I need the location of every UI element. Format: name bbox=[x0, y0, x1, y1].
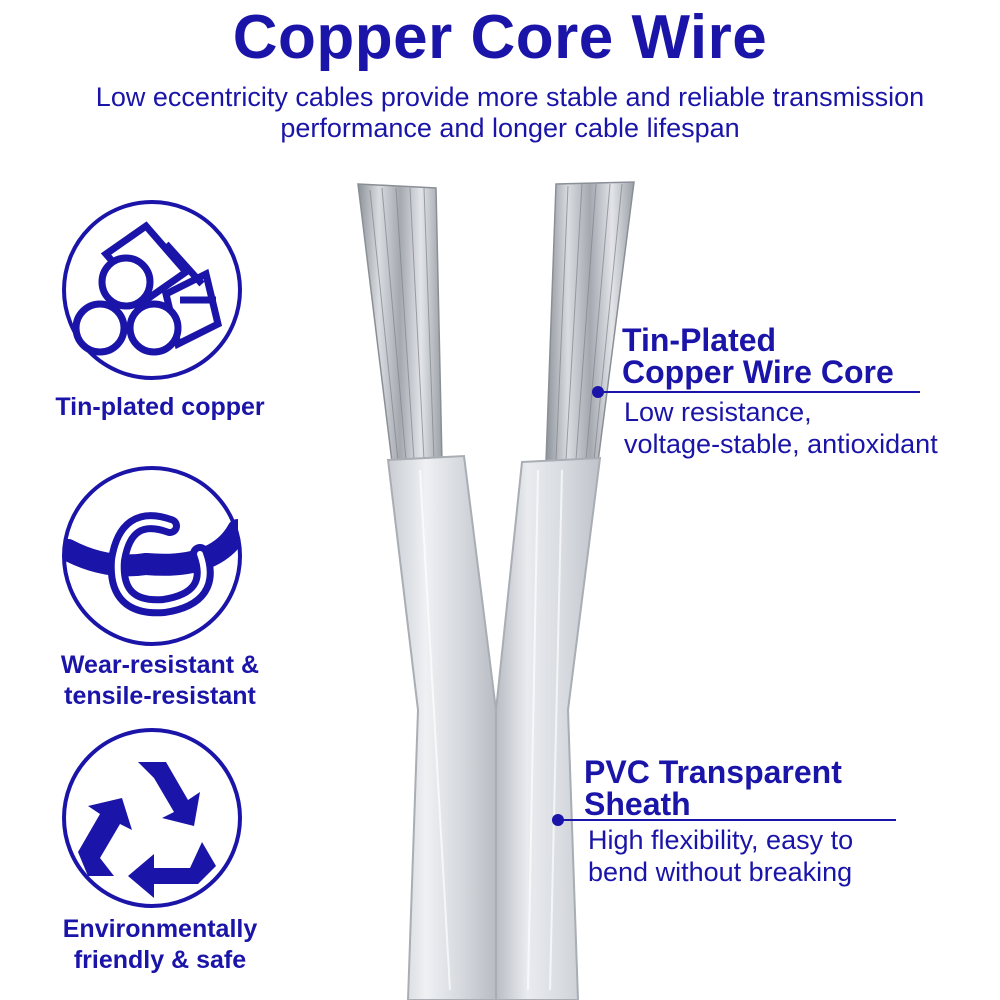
left-pvc-sheath bbox=[386, 454, 497, 1000]
subtitle-line-2: performance and longer cable lifespan bbox=[280, 113, 740, 143]
callout-sheath-title-line-2: Sheath bbox=[584, 786, 691, 822]
copper-strands-icon bbox=[72, 221, 223, 356]
callout-sheath-desc-line-1: High flexibility, easy to bbox=[588, 825, 854, 855]
callout-sheath-title: PVC Transparent Sheath bbox=[584, 756, 842, 820]
feature-label-recycle-line-1: Environmentally bbox=[62, 915, 258, 943]
feature-label-knot-line-1: Wear-resistant & bbox=[60, 651, 260, 679]
right-copper-strands bbox=[545, 181, 635, 463]
feature-label-copper: Tin-plated copper bbox=[10, 392, 310, 423]
recycle-icon bbox=[78, 762, 216, 898]
cable-illustration bbox=[357, 181, 635, 1000]
page-subtitle: Low eccentricity cables provide more sta… bbox=[30, 82, 990, 144]
feature-circle-knot bbox=[62, 466, 242, 646]
callout-core-desc: Low resistance, voltage-stable, antioxid… bbox=[624, 396, 938, 460]
feature-circle-copper bbox=[62, 200, 242, 380]
feature-label-knot-line-2: tensile-resistant bbox=[64, 682, 256, 710]
callout-sheath-desc: High flexibility, easy to bend without b… bbox=[588, 824, 853, 888]
callout-core-title-line-1: Tin-Plated bbox=[622, 322, 777, 358]
callout-sheath-desc-line-2: bend without breaking bbox=[588, 857, 853, 887]
callout-core-desc-line-2: voltage-stable, antioxidant bbox=[624, 429, 938, 459]
feature-label-copper-line-1: Tin-plated copper bbox=[55, 393, 265, 421]
callout-core-line bbox=[598, 391, 920, 393]
callout-sheath-line bbox=[558, 819, 896, 821]
feature-label-recycle-line-2: friendly & safe bbox=[73, 946, 247, 974]
right-pvc-sheath bbox=[495, 456, 602, 1000]
subtitle-line-1: Low eccentricity cables provide more sta… bbox=[95, 82, 925, 112]
knot-icon bbox=[66, 512, 238, 617]
callout-core-title: Tin-Plated Copper Wire Core bbox=[622, 324, 894, 388]
callout-core-desc-line-1: Low resistance, bbox=[624, 397, 812, 427]
callout-core-title-line-2: Copper Wire Core bbox=[622, 354, 894, 390]
feature-label-recycle: Environmentally friendly & safe bbox=[10, 914, 310, 976]
feature-circle-recycle bbox=[62, 728, 242, 908]
feature-label-knot: Wear-resistant & tensile-resistant bbox=[10, 650, 310, 712]
page-title: Copper Core Wire bbox=[232, 3, 768, 72]
callout-sheath-title-line-1: PVC Transparent bbox=[584, 754, 842, 790]
